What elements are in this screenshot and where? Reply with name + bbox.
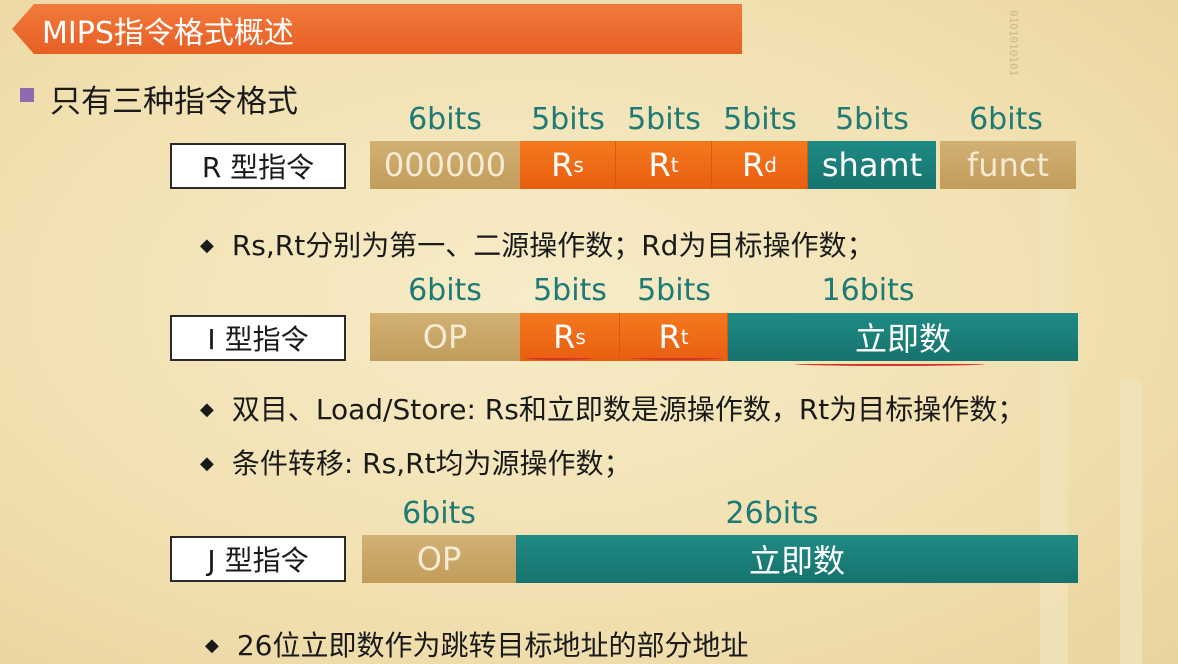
annotation-underline-imm (795, 362, 985, 366)
diamond-bullet-icon: ◆ (200, 235, 214, 256)
r-field-funct: funct (940, 141, 1076, 189)
i-type-note-1: ◆双目、Load/Store: Rs和立即数是源操作数，Rt为目标操作数； (200, 393, 1026, 426)
i-type-label: I 型指令 (170, 315, 346, 361)
diamond-bullet-icon: ◆ (200, 453, 214, 474)
i-bits-rs: 5bits (533, 273, 607, 308)
section-heading: 只有三种指令格式 (50, 84, 298, 120)
page-title: MIPS指令格式概述 (42, 16, 294, 51)
bullet-square-icon (20, 88, 34, 102)
title-banner (12, 4, 742, 54)
r-type-label: R 型指令 (170, 143, 346, 189)
j-bits-addr: 26bits (725, 496, 819, 531)
diamond-bullet-icon: ◆ (205, 635, 219, 656)
background-arrow-decor (1120, 380, 1142, 664)
i-field-immediate: 立即数 (728, 313, 1078, 361)
i-type-note-2: ◆条件转移: Rs,Rt均为源操作数； (200, 447, 632, 480)
i-bits-op: 6bits (408, 273, 482, 308)
i-bits-rt: 5bits (637, 273, 711, 308)
r-bits-rs: 5bits (531, 102, 605, 137)
annotation-underline-rt (630, 356, 722, 360)
r-bits-op: 6bits (408, 102, 482, 137)
r-field-opcode: 000000 (370, 141, 520, 189)
j-type-label: J 型指令 (170, 536, 346, 582)
j-bits-op: 6bits (402, 496, 476, 531)
diamond-bullet-icon: ◆ (200, 399, 214, 420)
r-type-note: ◆Rs,Rt分别为第一、二源操作数；Rd为目标操作数； (200, 229, 875, 262)
annotation-underline-rs (525, 356, 593, 360)
j-type-note: ◆26位立即数作为跳转目标地址的部分地址 (205, 629, 749, 662)
r-bits-shamt: 5bits (835, 102, 909, 137)
background-binary-decor: 0101010101 (1007, 10, 1020, 77)
r-field-shamt: shamt (808, 141, 936, 189)
r-bits-funct: 6bits (969, 102, 1043, 137)
j-field-immediate: 立即数 (516, 535, 1078, 583)
background-arrow-decor (1040, 190, 1068, 664)
r-bits-rd: 5bits (723, 102, 797, 137)
r-bits-rt: 5bits (627, 102, 701, 137)
j-field-opcode: OP (362, 535, 516, 583)
i-bits-imm: 16bits (821, 273, 915, 308)
i-field-opcode: OP (370, 313, 520, 361)
